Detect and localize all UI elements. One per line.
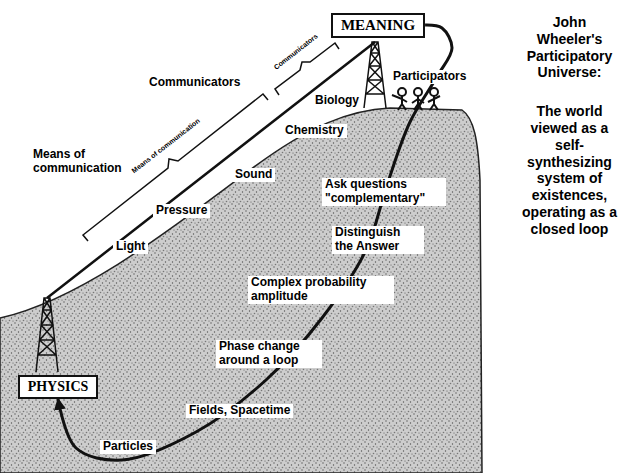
figure-head bbox=[430, 88, 438, 96]
meaning-box: MEANING bbox=[331, 13, 425, 38]
tower bbox=[364, 42, 386, 108]
figure-body bbox=[392, 95, 407, 110]
stage-label: Biology bbox=[312, 94, 362, 108]
stage-label: Chemistry bbox=[282, 124, 347, 138]
loop-arrow bbox=[58, 25, 452, 460]
loop-step-label: Phase change around a loop bbox=[216, 340, 322, 368]
bracket bbox=[275, 43, 339, 95]
group-label: Means of communication bbox=[30, 148, 136, 176]
loop-step-label: Ask questions "complementary" bbox=[322, 178, 446, 206]
box-label: PHYSICS bbox=[28, 379, 89, 395]
loop-step-label: Fields, Spacetime bbox=[186, 404, 293, 418]
figure-body bbox=[428, 96, 440, 110]
title-text: John Wheeler's Participatory Universe: bbox=[522, 14, 617, 81]
participator-figures bbox=[392, 88, 440, 110]
group-label: Participators bbox=[390, 70, 469, 84]
bracket-label: Means of communication bbox=[128, 115, 204, 177]
figure-head bbox=[414, 88, 422, 96]
loop-step-label: Distinguish the Answer bbox=[332, 226, 424, 254]
stage-label: Light bbox=[113, 240, 148, 254]
stage-label: Pressure bbox=[153, 204, 210, 218]
stage-label: Sound bbox=[232, 168, 275, 182]
caption-text: The world viewed as a self-synthesizing … bbox=[522, 103, 617, 237]
group-label: Communicators bbox=[146, 76, 243, 90]
loop-step-label: Complex probability amplitude bbox=[248, 276, 394, 304]
box-label: MEANING bbox=[341, 17, 415, 34]
bracket-label: Communicators bbox=[270, 31, 322, 74]
figure-head bbox=[398, 88, 406, 96]
loop-step-label: Particles bbox=[100, 440, 156, 454]
hill bbox=[0, 108, 482, 473]
physics-box: PHYSICS bbox=[18, 375, 99, 399]
tower bbox=[36, 298, 58, 372]
